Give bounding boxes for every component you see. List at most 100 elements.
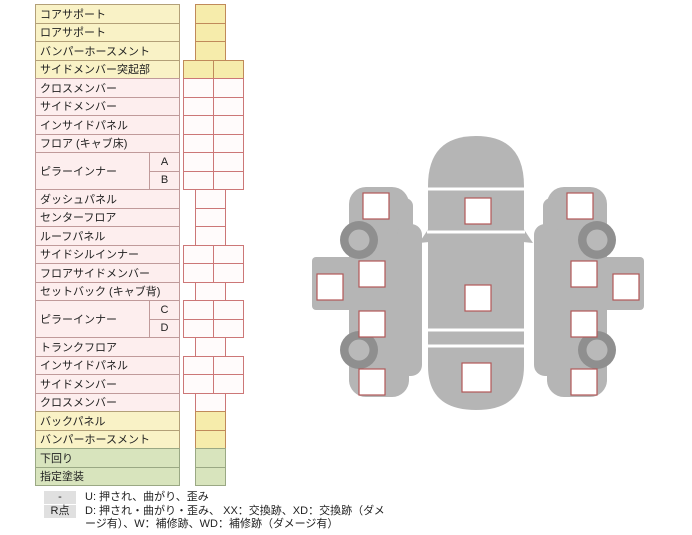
damage-input-cell[interactable] bbox=[195, 392, 226, 412]
damage-marker-right-front[interactable] bbox=[566, 192, 594, 220]
part-row: 下回り bbox=[35, 448, 247, 468]
damage-input-cell[interactable] bbox=[213, 374, 244, 394]
damage-cell-column bbox=[183, 226, 247, 246]
damage-marker-right-outer[interactable] bbox=[612, 273, 640, 301]
damage-input-cell[interactable] bbox=[213, 244, 244, 264]
damage-input-cell[interactable] bbox=[195, 189, 226, 209]
damage-input-cell[interactable] bbox=[183, 355, 214, 375]
damage-input-cell[interactable] bbox=[183, 115, 214, 135]
damage-input-cell[interactable] bbox=[195, 4, 226, 24]
part-label: トランクフロア bbox=[35, 337, 180, 357]
damage-input-cell[interactable] bbox=[195, 337, 226, 357]
damage-input-cell[interactable] bbox=[183, 318, 214, 338]
legend-text-u: U: 押され、曲がり、歪み bbox=[85, 491, 209, 503]
damage-markers bbox=[316, 192, 640, 396]
damage-input-cell[interactable] bbox=[183, 263, 214, 283]
damage-marker-center-front[interactable] bbox=[464, 197, 492, 225]
damage-input-cell[interactable] bbox=[183, 152, 214, 172]
part-row: インサイドパネル bbox=[35, 355, 247, 375]
part-label: クロスメンバー bbox=[35, 78, 180, 98]
part-label: 下回り bbox=[35, 448, 180, 468]
damage-marker-right-lower[interactable] bbox=[570, 310, 598, 338]
damage-input-cell[interactable] bbox=[213, 59, 244, 79]
damage-input-cell[interactable] bbox=[195, 281, 226, 301]
part-row: バックパネル bbox=[35, 411, 247, 431]
damage-input-cell[interactable] bbox=[195, 448, 226, 468]
damage-input-cell[interactable] bbox=[213, 115, 244, 135]
damage-marker-left-lower[interactable] bbox=[358, 310, 386, 338]
part-row: ロアサポート bbox=[35, 22, 247, 42]
damage-marker-center-middle[interactable] bbox=[464, 284, 492, 312]
part-label: セットバック (キャブ背) bbox=[35, 281, 180, 301]
part-label: サイドメンバー bbox=[35, 374, 180, 394]
damage-marker-left-rear[interactable] bbox=[358, 368, 386, 396]
right-mirror-icon bbox=[523, 228, 533, 243]
part-row: ダッシュパネル bbox=[35, 189, 247, 209]
part-label: サイドメンバー bbox=[35, 96, 180, 116]
car-diagram bbox=[312, 136, 644, 410]
damage-marker-center-rear[interactable] bbox=[461, 362, 492, 393]
part-label: センターフロア bbox=[35, 207, 180, 227]
part-row: センターフロア bbox=[35, 207, 247, 227]
car-left-side-view bbox=[312, 187, 422, 397]
damage-marker-right-rear[interactable] bbox=[570, 368, 598, 396]
damage-input-cell[interactable] bbox=[195, 411, 226, 431]
part-label: インサイドパネル bbox=[35, 355, 180, 375]
part-sublabel: C bbox=[149, 300, 180, 320]
damage-input-cell[interactable] bbox=[213, 318, 244, 338]
damage-input-cell[interactable] bbox=[183, 78, 214, 98]
damage-input-cell[interactable] bbox=[195, 429, 226, 449]
damage-cell-column bbox=[183, 152, 247, 190]
part-label: フロアサイドメンバー bbox=[35, 263, 180, 283]
part-row: サイドシルインナー bbox=[35, 244, 247, 264]
damage-cell-column bbox=[183, 374, 247, 394]
part-row: バンパーホースメント bbox=[35, 429, 247, 449]
damage-cell-column bbox=[183, 466, 247, 486]
damage-input-cell[interactable] bbox=[213, 78, 244, 98]
damage-marker-right-upper[interactable] bbox=[570, 260, 598, 288]
damage-input-cell[interactable] bbox=[213, 263, 244, 283]
damage-cell-column bbox=[183, 207, 247, 227]
damage-input-cell[interactable] bbox=[213, 133, 244, 153]
damage-marker-left-upper[interactable] bbox=[358, 260, 386, 288]
damage-input-cell[interactable] bbox=[213, 152, 244, 172]
damage-input-cell[interactable] bbox=[195, 41, 226, 61]
damage-cell-column bbox=[183, 189, 247, 209]
damage-input-cell[interactable] bbox=[195, 22, 226, 42]
damage-input-cell[interactable] bbox=[213, 170, 244, 190]
damage-input-cell[interactable] bbox=[183, 96, 214, 116]
damage-input-cell[interactable] bbox=[213, 300, 244, 320]
legend-key-u: - bbox=[44, 491, 76, 504]
damage-input-cell[interactable] bbox=[183, 300, 214, 320]
damage-input-cell[interactable] bbox=[213, 355, 244, 375]
part-sublabel: D bbox=[149, 318, 180, 338]
damage-marker-left-outer[interactable] bbox=[316, 273, 344, 301]
damage-cell-column bbox=[183, 22, 247, 42]
legend: - U: 押され、曲がり、歪み R点 D: 押され・曲がり・歪み、 XX：交換跡… bbox=[44, 491, 390, 532]
damage-input-cell[interactable] bbox=[195, 466, 226, 486]
part-row: トランクフロア bbox=[35, 337, 247, 357]
damage-input-cell[interactable] bbox=[195, 226, 226, 246]
damage-input-cell[interactable] bbox=[183, 59, 214, 79]
damage-input-cell[interactable] bbox=[213, 96, 244, 116]
legend-row-u: - U: 押され、曲がり、歪み bbox=[44, 491, 390, 504]
part-label: フロア (キャブ床) bbox=[35, 133, 180, 153]
part-row: バンパーホースメント bbox=[35, 41, 247, 61]
damage-cell-column bbox=[183, 337, 247, 357]
damage-marker-left-front[interactable] bbox=[362, 192, 390, 220]
part-label: ロアサポート bbox=[35, 22, 180, 42]
damage-input-cell[interactable] bbox=[183, 244, 214, 264]
damage-input-cell[interactable] bbox=[183, 170, 214, 190]
part-label: ピラーインナー bbox=[35, 300, 150, 338]
damage-input-cell[interactable] bbox=[183, 374, 214, 394]
damage-cell-column bbox=[183, 96, 247, 116]
damage-input-cell[interactable] bbox=[183, 133, 214, 153]
part-row: クロスメンバー bbox=[35, 392, 247, 412]
damage-input-cell[interactable] bbox=[195, 207, 226, 227]
damage-cell-column bbox=[183, 300, 247, 338]
part-row: サイドメンバー bbox=[35, 96, 247, 116]
